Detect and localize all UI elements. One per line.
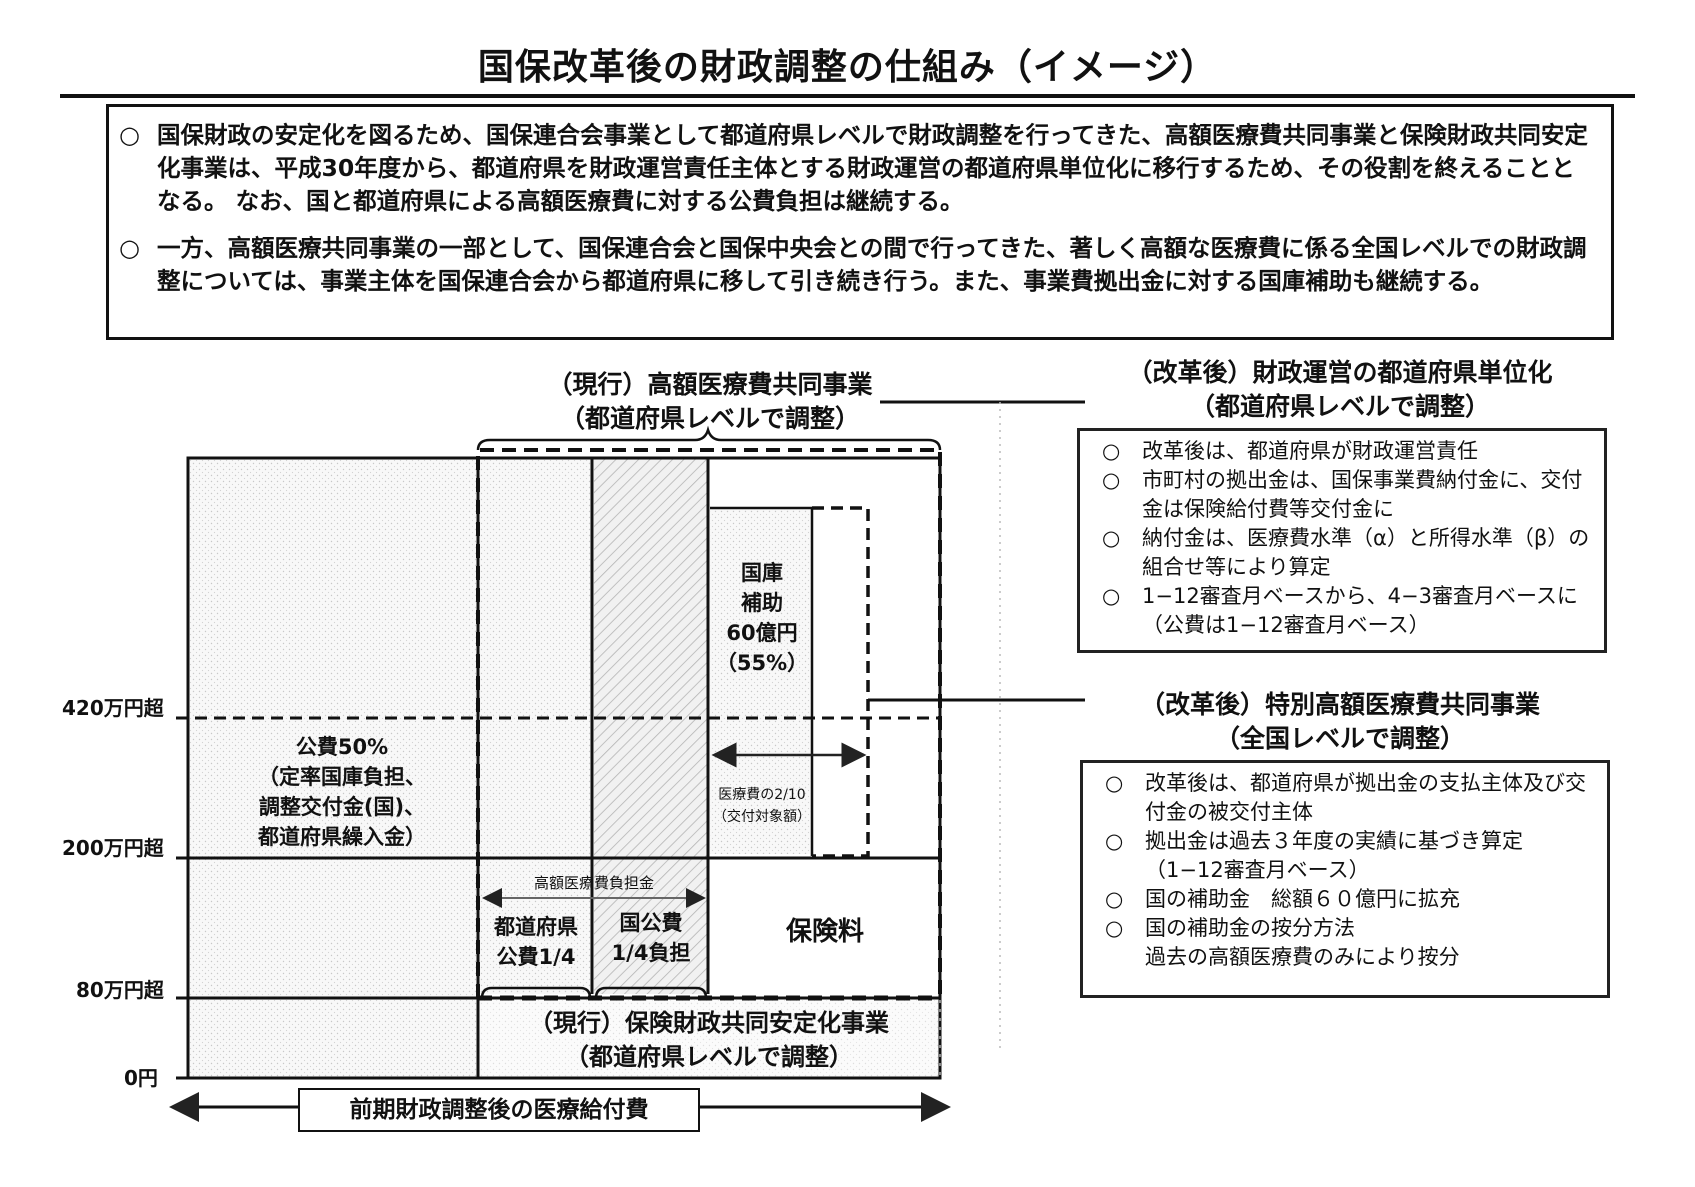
page-title: 国保改革後の財政調整の仕組み（イメージ） bbox=[477, 47, 1218, 88]
reform-special-label: （改革後）特別高額医療費共同事業 （全国レベルで調整） bbox=[1080, 688, 1600, 756]
reform-prefecture-item-text: 改革後は、都道府県が財政運営責任 bbox=[1142, 439, 1478, 463]
national-share-line: 国公費 bbox=[619, 911, 683, 935]
reform-special-box: ○ 改革後は、都道府県が拠出金の支払主体及び交付金の被交付主体 ○ 拠出金は過去３年… bbox=[1080, 760, 1610, 998]
intro-box: ○ 国保財政の安定化を図るため、国保連合会事業として都道府県レベルで財政調整を行… bbox=[106, 104, 1614, 340]
reform-special-item-4: ○ 国の補助金の按分方法 過去の高額医療費のみにより按分 bbox=[1105, 914, 1597, 972]
reform-prefecture-item-text: 市町村の拠出金は、国保事業費納付金に、交付金は保険給付費等交付金に bbox=[1142, 468, 1583, 521]
circle-bullet-icon: ○ bbox=[1105, 916, 1124, 940]
reform-special-item-text: 拠出金は過去３年度の実績に基づき算定（1−12審査月ベース） bbox=[1145, 829, 1523, 882]
reform-prefecture-item-2: ○ 市町村の拠出金は、国保事業費納付金に、交付金は保険給付費等交付金に bbox=[1102, 466, 1594, 524]
circle-bullet-icon: ○ bbox=[1102, 584, 1121, 608]
current-kougaku-label: （現行）高額医療費共同事業 （都道府県レベルで調整） bbox=[450, 368, 970, 436]
y-level-200: 200万円超 bbox=[62, 836, 164, 860]
hoken-area-fill bbox=[478, 1000, 940, 1078]
public-cost-text: 公費50% （定率国庫負担、 調整交付金(国)、 都道府県繰入金） bbox=[232, 732, 452, 852]
current-hoken-label-line2: （都道府県レベルで調整） bbox=[565, 1043, 853, 1071]
reform-special-item-text: 国の補助金 総額６０億円に拡充 bbox=[1145, 887, 1460, 911]
special-kougaku-box bbox=[812, 506, 870, 858]
current-kougaku-brace bbox=[476, 425, 942, 451]
prefecture-share-text: 都道府県 公費1/4 bbox=[480, 912, 592, 972]
reform-prefecture-label-line2: （都道府県レベルで調整） bbox=[1189, 392, 1490, 421]
intro-paragraph-2: ○ 一方、高額医療共同事業の一部として、国保連合会と国保中央会との間で行ってきた… bbox=[119, 232, 1593, 298]
reform-special-label-line1: （改革後）特別高額医療費共同事業 bbox=[1139, 690, 1540, 719]
public-cost-line: 調整交付金(国)、 bbox=[258, 795, 426, 819]
y-level-420: 420万円超 bbox=[62, 696, 164, 720]
current-hoken-label: （現行）保険財政共同安定化事業 （都道府県レベルで調整） bbox=[480, 1006, 938, 1074]
reform-prefecture-item-text: 納付金は、医療費水準（α）と所得水準（β）の組合せ等により算定 bbox=[1142, 526, 1590, 579]
reform-prefecture-item-4: ○ 1−12審査月ベースから、4−3審査月ベースに（公費は1−12審査月ベース） bbox=[1102, 582, 1594, 640]
reform-special-item-text: 国の補助金の按分方法 過去の高額医療費のみにより按分 bbox=[1145, 916, 1460, 969]
reform-prefecture-box: ○ 改革後は、都道府県が財政運営責任 ○ 市町村の拠出金は、国保事業費納付金に、交付… bbox=[1077, 428, 1607, 653]
public-cost-line: 公費50% bbox=[295, 735, 389, 759]
y-level-0: 0円 bbox=[124, 1066, 158, 1090]
prefecture-share-line: 公費1/4 bbox=[496, 945, 576, 969]
kokko-hojo-column bbox=[710, 508, 812, 854]
reform-prefecture-item-1: ○ 改革後は、都道府県が財政運営責任 bbox=[1102, 437, 1594, 466]
kokko-hojo-line: （55%） bbox=[715, 651, 809, 675]
reform-prefecture-item-text: 1−12審査月ベースから、4−3審査月ベースに（公費は1−12審査月ベース） bbox=[1142, 584, 1578, 637]
iryouhi-ratio-line: （交付対象額） bbox=[713, 809, 811, 825]
prefecture-share-brace bbox=[480, 986, 592, 999]
reform-special-item-1: ○ 改革後は、都道府県が拠出金の支払主体及び交付金の被交付主体 bbox=[1105, 769, 1597, 827]
national-share-text: 国公費 1/4負担 bbox=[594, 908, 708, 968]
reform-special-label-line2: （全国レベルで調整） bbox=[1214, 724, 1465, 753]
kougaku-futankin-label: 高額医療費負担金 bbox=[533, 874, 654, 892]
intro-paragraph-2-text: 一方、高額医療共同事業の一部として、国保連合会と国保中央会との間で行ってきた、著… bbox=[157, 234, 1587, 295]
circle-bullet-icon: ○ bbox=[119, 121, 140, 149]
reform-special-item-text: 改革後は、都道府県が拠出金の支払主体及び交付金の被交付主体 bbox=[1145, 771, 1586, 824]
current-hoken-label-line1: （現行）保険財政共同安定化事業 bbox=[529, 1009, 889, 1037]
current-kougaku-label-line2: （都道府県レベルで調整） bbox=[559, 404, 860, 433]
iryouhi-ratio-line: 医療費の2/10 bbox=[718, 787, 806, 803]
reform-prefecture-label-line1: （改革後）財政運営の都道府県単位化 bbox=[1127, 358, 1553, 387]
public-cost-line: 都道府県繰入金） bbox=[258, 825, 426, 849]
national-share-line: 1/4負担 bbox=[611, 941, 691, 965]
reform-prefecture-item-3: ○ 納付金は、医療費水準（α）と所得水準（β）の組合せ等により算定 bbox=[1102, 524, 1594, 582]
kokko-hojo-line: 60億円 bbox=[726, 621, 798, 645]
public-cost-region bbox=[188, 458, 478, 1078]
y-level-80: 80万円超 bbox=[76, 978, 164, 1002]
circle-bullet-icon: ○ bbox=[1105, 771, 1124, 795]
circle-bullet-icon: ○ bbox=[1105, 829, 1124, 853]
kokko-hojo-line: 補助 bbox=[741, 591, 783, 615]
reform-prefecture-label: （改革後）財政運営の都道府県単位化 （都道府県レベルで調整） bbox=[1080, 356, 1600, 424]
reform-special-item-3: ○ 国の補助金 総額６０億円に拡充 bbox=[1105, 885, 1597, 914]
circle-bullet-icon: ○ bbox=[119, 234, 140, 262]
current-kougaku-label-line1: （現行）高額医療費共同事業 bbox=[547, 370, 873, 399]
x-axis-label: 前期財政調整後の医療給付費 bbox=[298, 1088, 700, 1132]
kokko-hojo-line: 国庫 bbox=[741, 561, 783, 585]
title-rule bbox=[60, 94, 1635, 98]
iryouhi-ratio-text: 医療費の2/10 （交付対象額） bbox=[712, 784, 812, 828]
national-share-brace bbox=[594, 986, 708, 999]
circle-bullet-icon: ○ bbox=[1102, 439, 1121, 463]
current-kougaku-bracket bbox=[476, 448, 942, 998]
intro-paragraph-1: ○ 国保財政の安定化を図るため、国保連合会事業として都道府県レベルで財政調整を行… bbox=[119, 119, 1593, 218]
kokko-hojo-text: 国庫 補助 60億円 （55%） bbox=[712, 558, 812, 678]
hokenryo-text: 保険料 bbox=[785, 917, 864, 947]
prefecture-share-line: 都道府県 bbox=[494, 915, 578, 939]
circle-bullet-icon: ○ bbox=[1102, 468, 1121, 492]
intro-paragraph-1-text: 国保財政の安定化を図るため、国保連合会事業として都道府県レベルで財政調整を行って… bbox=[157, 121, 1588, 215]
public-cost-line: （定率国庫負担、 bbox=[258, 765, 426, 789]
circle-bullet-icon: ○ bbox=[1102, 526, 1121, 550]
reform-special-item-2: ○ 拠出金は過去３年度の実績に基づき算定（1−12審査月ベース） bbox=[1105, 827, 1597, 885]
circle-bullet-icon: ○ bbox=[1105, 887, 1124, 911]
